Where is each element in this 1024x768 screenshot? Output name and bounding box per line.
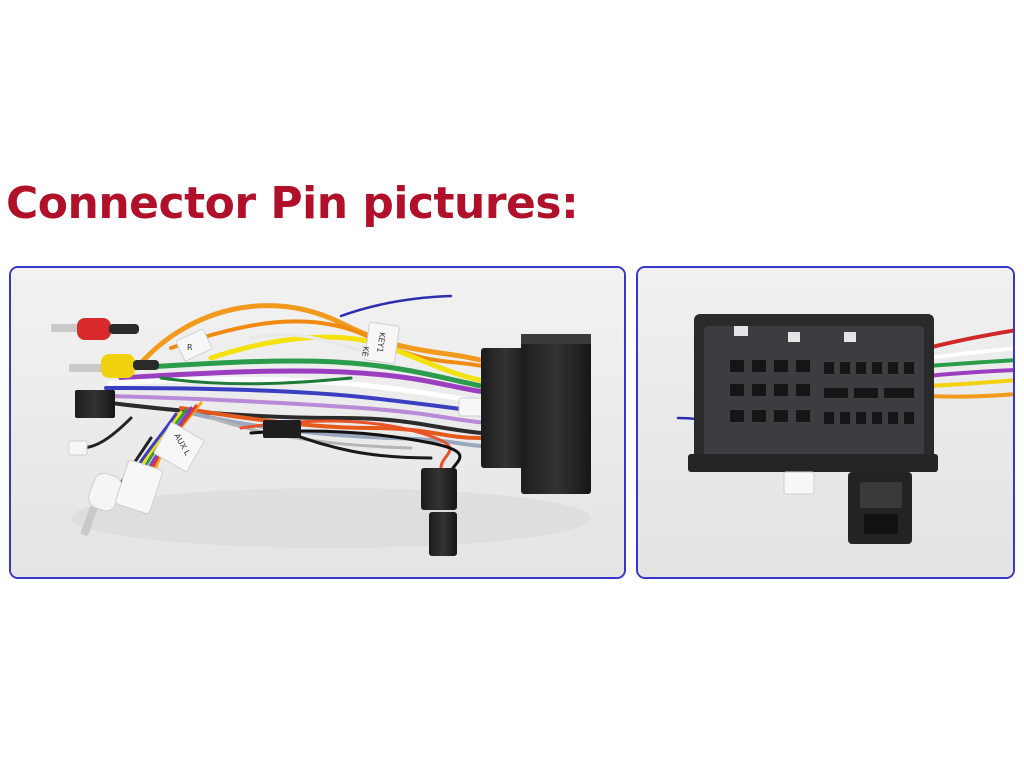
pin-grid [730, 360, 914, 424]
white-connector-small [68, 440, 88, 456]
svg-text:R: R [187, 343, 193, 352]
wire-bundle-right [676, 328, 1013, 424]
black-connector-mini [263, 420, 301, 438]
label-key1: KEY1 KE [360, 321, 400, 365]
harness-photo-panel: KEY1 KE AUX L R [9, 266, 626, 579]
connector-notches [734, 326, 856, 342]
wire-bundle [79, 294, 499, 505]
black-connector-left [75, 390, 115, 418]
white-connector-multi [115, 459, 163, 515]
page-title: Connector Pin pictures: [6, 178, 579, 229]
svg-text:KE: KE [360, 346, 370, 357]
rca-plug-white [80, 472, 122, 536]
label-r: R [175, 328, 213, 362]
rca-plug-yellow [69, 354, 159, 378]
rca-plug-red [51, 318, 139, 340]
connector-closeup-photo-panel [636, 266, 1015, 579]
white-connector-closeup [783, 471, 815, 495]
main-harness-connector [481, 334, 591, 494]
connector-face [688, 314, 938, 472]
label-aux-l: AUX L [153, 422, 205, 472]
black-connector-bottom [421, 468, 457, 556]
lower-connector [848, 472, 912, 544]
wiring-harness-illustration: KEY1 KE AUX L R [11, 268, 624, 577]
svg-text:KEY1: KEY1 [375, 332, 387, 353]
connector-closeup-illustration [638, 268, 1013, 577]
